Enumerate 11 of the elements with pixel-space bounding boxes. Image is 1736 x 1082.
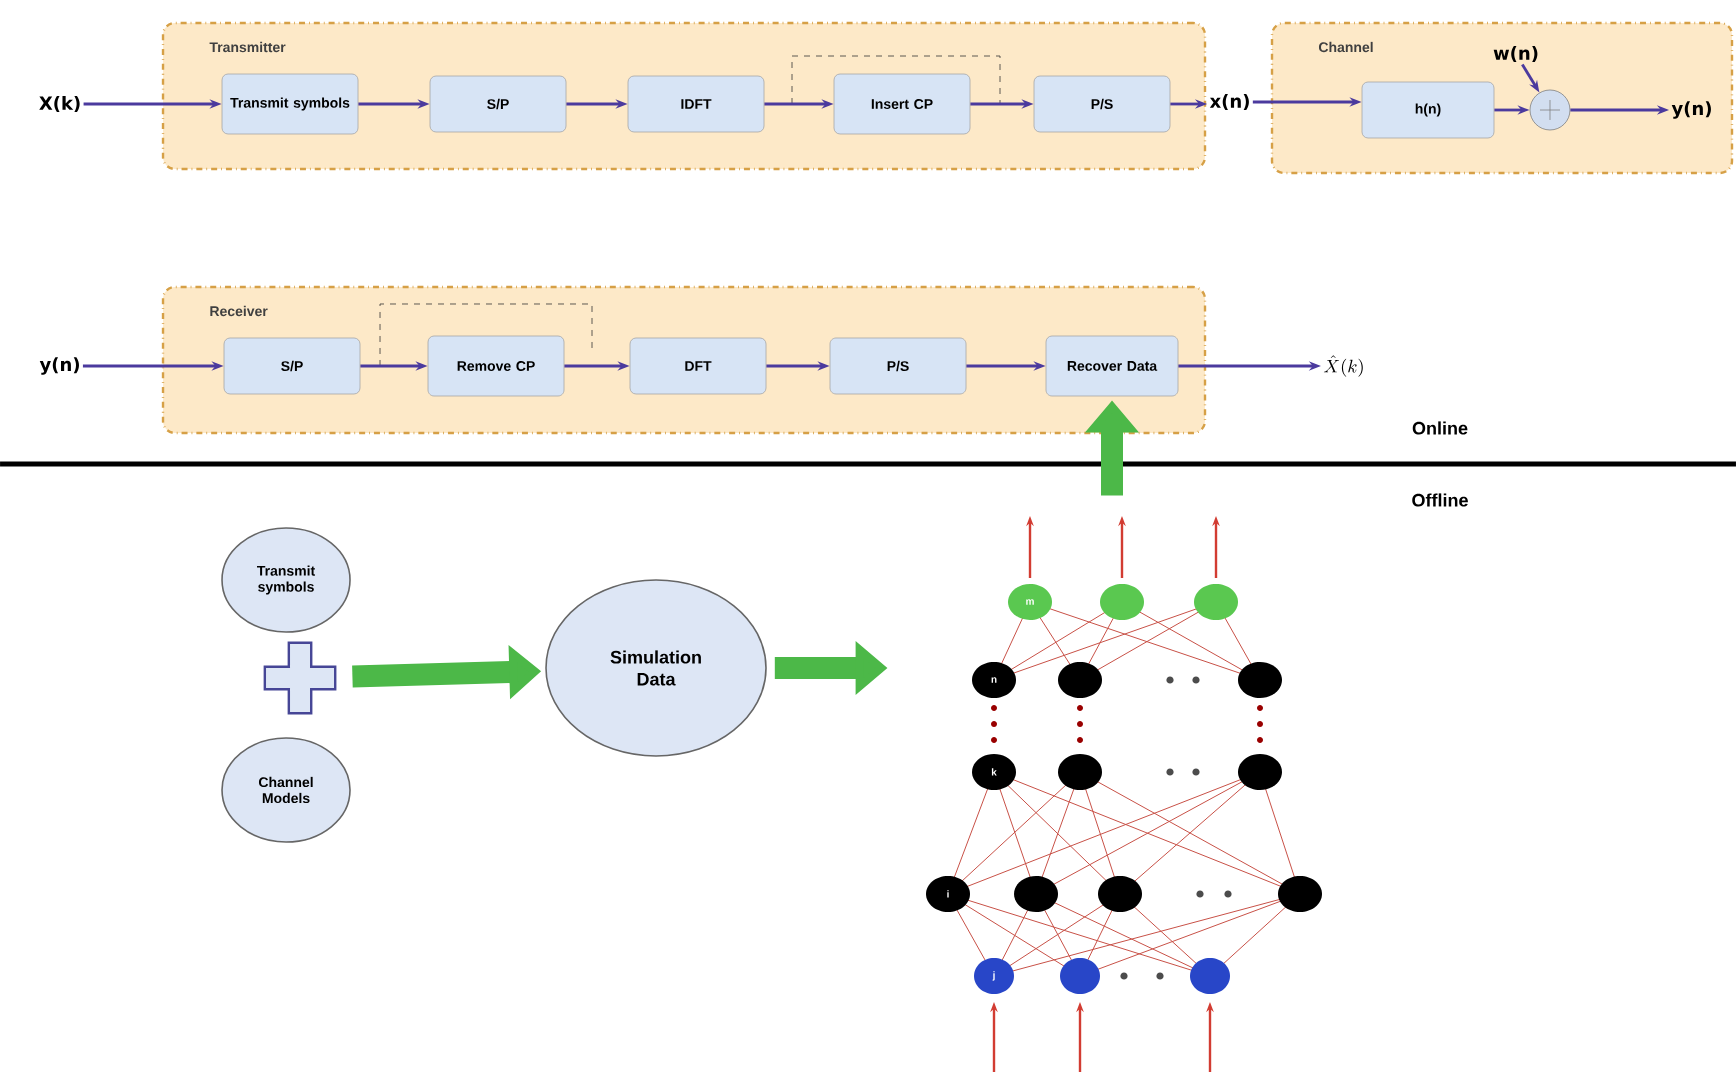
signal-label: $\hat{X}(k)$ bbox=[1323, 355, 1363, 377]
signal-label: y(n) bbox=[1671, 101, 1711, 119]
signal-label: x(n) bbox=[1209, 93, 1249, 111]
signal-label: y(n) bbox=[39, 357, 79, 375]
neural-network-drawing bbox=[926, 584, 1322, 994]
signal-label: w(n) bbox=[1493, 45, 1538, 63]
signal-label: X(k) bbox=[39, 96, 80, 113]
section-label: Offline bbox=[1412, 493, 1468, 507]
section-label: Online bbox=[1412, 421, 1468, 435]
adder-circle bbox=[1529, 89, 1571, 131]
plus-sign bbox=[263, 641, 337, 715]
